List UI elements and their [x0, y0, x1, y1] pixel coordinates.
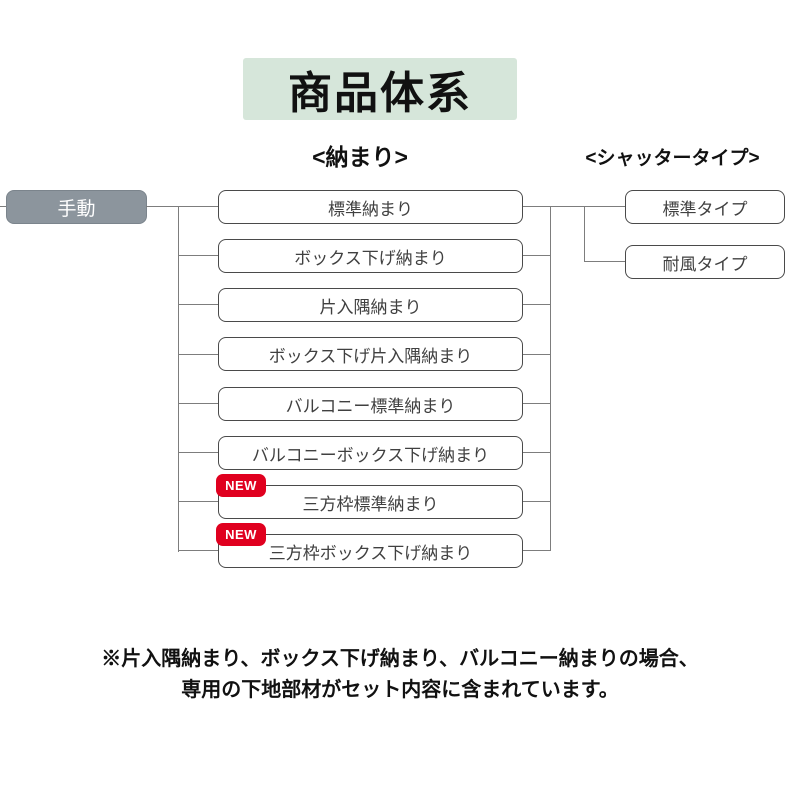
connector-line: [146, 206, 178, 207]
shutter-type-box-standard: 標準タイプ: [625, 190, 785, 224]
new-badge: NEW: [216, 474, 266, 497]
connector-line: [521, 452, 550, 453]
nakamari-box-balcony-standard: バルコニー標準納まり: [218, 387, 523, 421]
footnote-line-1: ※片入隅納まり、ボックス下げ納まり、バルコニー納まりの場合、: [101, 648, 699, 670]
footnote-line-2: 専用の下地部材がセット内容に含まれています。: [181, 679, 619, 701]
connector-line: [178, 452, 218, 453]
connector-line: [178, 354, 218, 355]
connector-line: [521, 403, 550, 404]
connector-line: [178, 206, 218, 207]
diagram-title: 商品体系: [243, 58, 517, 120]
footnote: ※片入隅納まり、ボックス下げ納まり、バルコニー納まりの場合、 専用の下地部材がセ…: [0, 644, 800, 706]
nakamari-box-standard: 標準納まり: [218, 190, 523, 224]
nakamari-box-balcony-box-sage: バルコニーボックス下げ納まり: [218, 436, 523, 470]
shutter-type-box-wind-resistant: 耐風タイプ: [625, 245, 785, 279]
connector-trunk-right: [550, 206, 551, 551]
nakamari-box-box-sage-katairisumi: ボックス下げ片入隅納まり: [218, 337, 523, 371]
new-badge: NEW: [216, 523, 266, 546]
connector-line: [178, 304, 218, 305]
connector-line: [521, 354, 550, 355]
connector-line: [521, 304, 550, 305]
connector-line: [178, 501, 218, 502]
root-node-manual: 手動: [6, 190, 147, 224]
column-header-shutter-type: <シャッタータイプ>: [585, 148, 760, 169]
connector-line: [0, 206, 6, 207]
connector-line: [521, 255, 550, 256]
column-header-nakamari: <納まり>: [312, 144, 408, 170]
connector-line: [521, 550, 550, 551]
connector-line: [584, 261, 625, 262]
connector-line: [521, 206, 625, 207]
nakamari-box-sanpouwaku-box-sage: 三方枠ボックス下げ納まり: [218, 534, 523, 568]
nakamari-box-box-sage: ボックス下げ納まり: [218, 239, 523, 273]
connector-line: [521, 501, 550, 502]
connector-line: [178, 403, 218, 404]
nakamari-box-sanpouwaku-standard: 三方枠標準納まり: [218, 485, 523, 519]
nakamari-box-katairisumi: 片入隅納まり: [218, 288, 523, 322]
connector-line: [584, 206, 585, 262]
connector-line: [178, 255, 218, 256]
connector-line: [178, 550, 218, 551]
connector-trunk-left: [178, 206, 179, 552]
